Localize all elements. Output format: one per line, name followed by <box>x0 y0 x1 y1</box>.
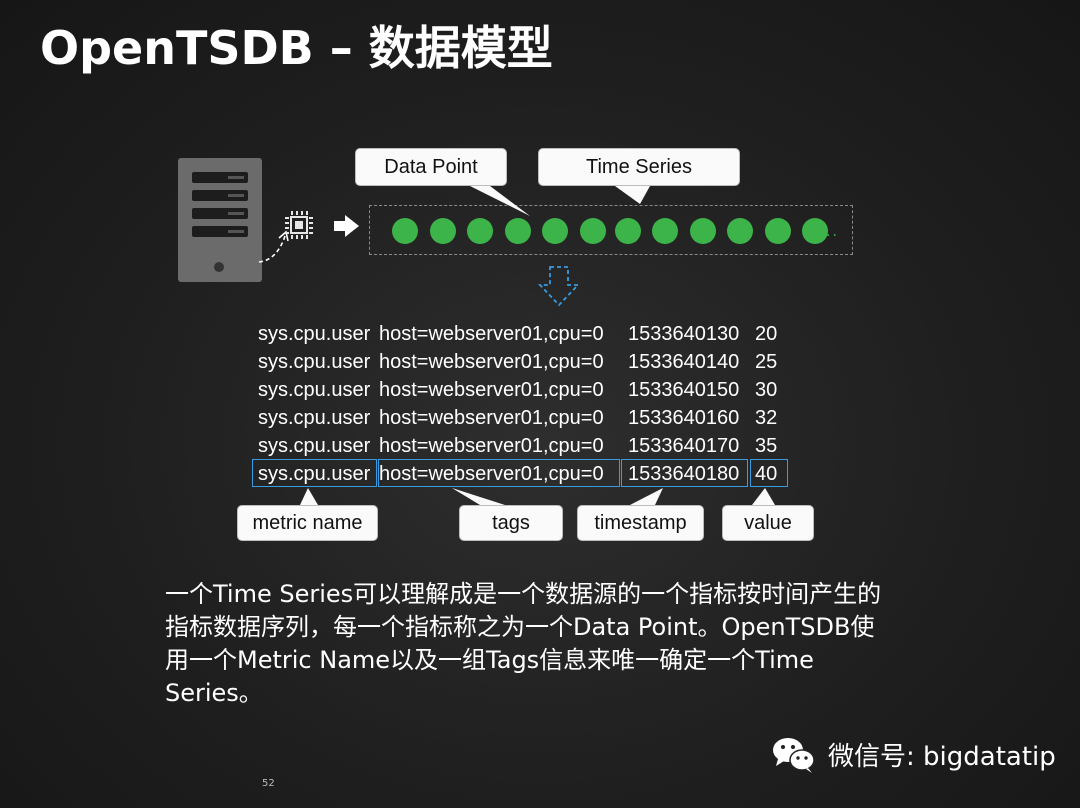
slide-title: OpenTSDB – 数据模型 <box>40 21 553 75</box>
callout-value: value <box>722 505 814 541</box>
highlight-metric-box <box>252 459 377 487</box>
table-row: sys.cpu.user host=webserver01,cpu=0 1533… <box>258 379 778 401</box>
time-series-points: ·· <box>369 205 853 255</box>
table-row: sys.cpu.user host=webserver01,cpu=0 1533… <box>258 323 778 345</box>
highlight-value-box <box>750 459 788 487</box>
data-point <box>542 218 568 244</box>
data-point <box>392 218 418 244</box>
wechat-icon <box>773 738 815 773</box>
table-row: sys.cpu.user host=webserver01,cpu=0 1533… <box>258 351 778 373</box>
data-point <box>802 218 828 244</box>
continuation-dots-icon: ·· <box>826 228 839 244</box>
callout-data-point: Data Point <box>355 148 507 186</box>
cpu-chip-icon <box>284 210 314 240</box>
watermark-text: 微信号: bigdatatip <box>828 741 1056 772</box>
data-point <box>765 218 791 244</box>
data-rows: sys.cpu.user host=webserver01,cpu=0 1533… <box>258 320 778 488</box>
callout-time-series: Time Series <box>538 148 740 186</box>
callout-tags: tags <box>459 505 563 541</box>
table-row: sys.cpu.user host=webserver01,cpu=0 1533… <box>258 407 778 429</box>
description-text: 一个Time Series可以理解成是一个数据源的一个指标按时间产生的指标数据序… <box>165 580 882 707</box>
callout-timestamp: timestamp <box>577 505 704 541</box>
data-point <box>652 218 678 244</box>
highlight-timestamp-box <box>621 459 748 487</box>
highlight-tags-box <box>378 459 620 487</box>
table-row: sys.cpu.user host=webserver01,cpu=0 1533… <box>258 435 778 457</box>
callout-metric-name: metric name <box>237 505 378 541</box>
data-point <box>505 218 531 244</box>
page-number: 52 <box>262 778 275 789</box>
dashed-down-arrow-icon <box>538 266 580 307</box>
watermark: 微信号: bigdatatip <box>770 734 1056 774</box>
server-icon <box>178 158 262 282</box>
data-point <box>727 218 753 244</box>
data-point <box>467 218 493 244</box>
data-point <box>580 218 606 244</box>
table-row-highlighted: sys.cpu.user host=webserver01,cpu=0 1533… <box>258 463 778 485</box>
data-point <box>615 218 641 244</box>
data-point <box>430 218 456 244</box>
data-point <box>690 218 716 244</box>
